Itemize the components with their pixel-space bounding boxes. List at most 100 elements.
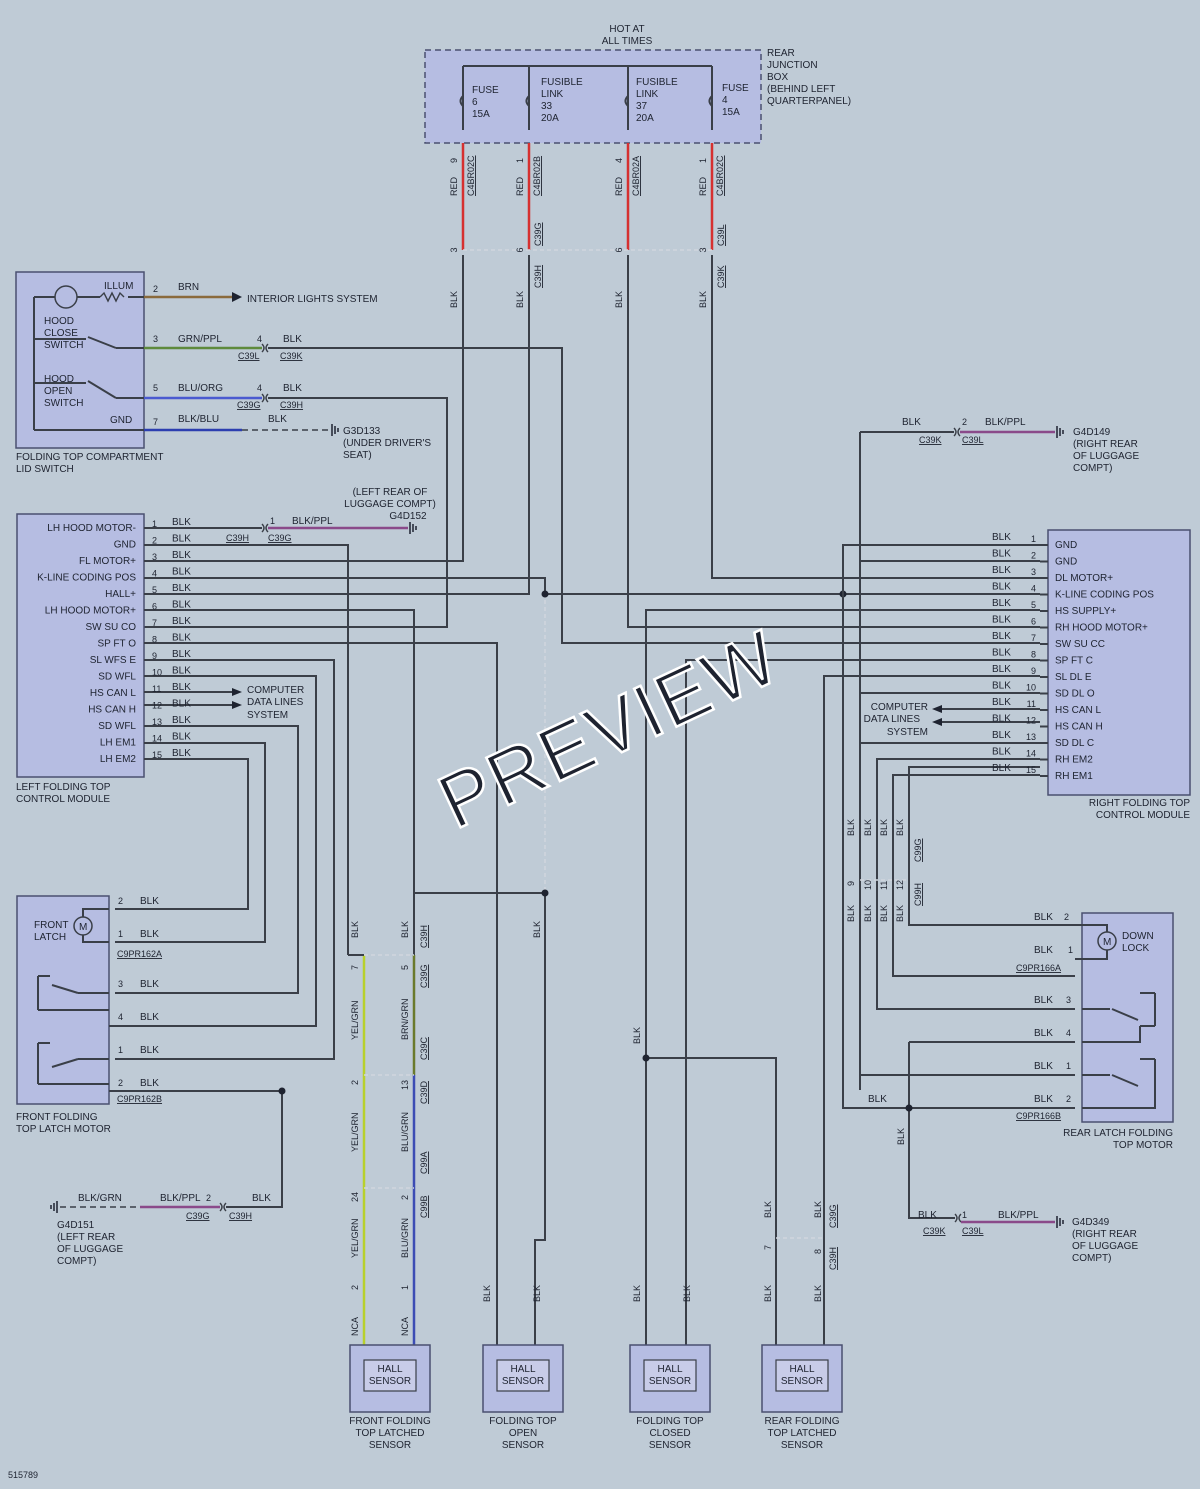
- left-module-pin-number: 14: [152, 734, 162, 744]
- svg-text:BLK: BLK: [698, 291, 708, 308]
- svg-text:BLK: BLK: [879, 819, 889, 836]
- svg-text:4: 4: [614, 158, 624, 163]
- right-folding-top-control-module: RIGHT FOLDING TOP CONTROL MODULE: [1047, 529, 1191, 821]
- left-module-pin-label: SL WFS E: [90, 655, 137, 666]
- svg-text:COMPUTER: COMPUTER: [247, 685, 304, 696]
- svg-text:COMPT): COMPT): [57, 1256, 96, 1267]
- svg-text:1: 1: [1068, 945, 1073, 955]
- left-module-pin-number: 8: [152, 635, 157, 645]
- latch-switch-icon: [1111, 1074, 1139, 1087]
- svg-text:OF LUGGAGE: OF LUGGAGE: [1073, 451, 1139, 462]
- svg-text:C39K: C39K: [716, 265, 726, 288]
- svg-text:HALL: HALL: [657, 1364, 682, 1375]
- svg-text:G4D349: G4D349: [1072, 1217, 1110, 1228]
- svg-text:BLK: BLK: [532, 1285, 542, 1302]
- svg-text:C39L: C39L: [962, 1226, 984, 1236]
- svg-text:BLK: BLK: [632, 1285, 642, 1302]
- lid-switch-wires: 2 BRN INTERIOR LIGHTS SYSTEM 3 GRN/PPL 4…: [144, 282, 1040, 644]
- svg-text:8: 8: [813, 1249, 823, 1254]
- svg-text:NCA: NCA: [350, 1317, 360, 1336]
- right-module-pin-label: K-LINE CODING POS: [1055, 590, 1154, 601]
- svg-text:2: 2: [350, 1080, 360, 1085]
- right-module-pin-label: SL DL E: [1055, 672, 1092, 683]
- right-module-pin-number: 11: [1027, 699, 1036, 709]
- svg-text:4: 4: [722, 95, 728, 106]
- svg-text:JUNCTION: JUNCTION: [767, 60, 818, 71]
- svg-text:BLK/PPL: BLK/PPL: [292, 516, 333, 527]
- svg-text:SYSTEM: SYSTEM: [887, 727, 928, 738]
- svg-text:BLK: BLK: [283, 334, 302, 345]
- svg-text:RED: RED: [515, 176, 525, 196]
- svg-text:BLK: BLK: [1034, 1028, 1053, 1039]
- svg-text:FUSIBLE: FUSIBLE: [636, 77, 678, 88]
- svg-text:2: 2: [400, 1195, 410, 1200]
- svg-text:11: 11: [879, 881, 889, 890]
- svg-text:G4D149: G4D149: [1073, 427, 1111, 438]
- svg-text:2: 2: [962, 417, 967, 427]
- ground-icon: [409, 522, 417, 534]
- left-module-pin-number: 11: [152, 684, 161, 694]
- left-module-pin-label: GND: [114, 540, 136, 551]
- left-folding-top-control-module: LEFT FOLDING TOP CONTROL MODULE: [16, 513, 145, 805]
- svg-text:(RIGHT REAR: (RIGHT REAR: [1073, 439, 1138, 450]
- svg-text:HALL: HALL: [510, 1364, 535, 1375]
- svg-text:C4BR02C: C4BR02C: [715, 155, 725, 196]
- svg-text:BLK: BLK: [140, 1078, 159, 1089]
- svg-text:10: 10: [863, 880, 873, 890]
- svg-text:C99G: C99G: [913, 838, 923, 862]
- svg-text:(BEHIND LEFT: (BEHIND LEFT: [767, 84, 835, 95]
- hall-sensor-icon: [363, 1359, 417, 1392]
- right-module-pin-number: 15: [1026, 765, 1036, 775]
- svg-text:SWITCH: SWITCH: [44, 340, 83, 351]
- svg-text:24: 24: [350, 1192, 360, 1202]
- ground-icon: [1056, 1216, 1064, 1228]
- svg-text:FUSE: FUSE: [472, 85, 499, 96]
- right-module-pin-number: 12: [1026, 716, 1036, 726]
- svg-text:SWITCH: SWITCH: [44, 398, 83, 409]
- left-module-pin-label: HS CAN L: [90, 688, 137, 699]
- svg-text:FOLDING TOP COMPARTMENT: FOLDING TOP COMPARTMENT: [16, 452, 163, 463]
- svg-text:BRN: BRN: [178, 282, 199, 293]
- svg-text:C4BR02A: C4BR02A: [631, 156, 641, 196]
- left-module-pin-wire: BLK: [172, 567, 191, 578]
- svg-text:LINK: LINK: [541, 89, 564, 100]
- g4d152-ground: (LEFT REAR OF LUGGAGE COMPT) G4D152 1 BL…: [226, 487, 436, 543]
- svg-text:LOCK: LOCK: [1122, 943, 1150, 954]
- svg-text:FRONT FOLDING: FRONT FOLDING: [16, 1112, 98, 1123]
- svg-text:BLK: BLK: [1034, 1061, 1053, 1072]
- svg-text:9: 9: [449, 158, 459, 163]
- svg-text:C39H: C39H: [828, 1247, 838, 1270]
- left-module-pin-label: K-LINE CODING POS: [37, 573, 136, 584]
- left-module-pin-label: LH EM1: [100, 738, 137, 749]
- svg-text:G3D133: G3D133: [343, 426, 381, 437]
- svg-text:4: 4: [1066, 1028, 1071, 1038]
- svg-text:CONTROL MODULE: CONTROL MODULE: [16, 794, 110, 805]
- g4d349-ground: BLK 1 BLK/PPL C39K C39L G4D349 (RIGHT RE…: [918, 1210, 1138, 1264]
- right-module-pin-wire: BLK: [992, 747, 1011, 758]
- left-module-pin-wire: BLK: [172, 666, 191, 677]
- svg-text:6: 6: [614, 247, 624, 252]
- svg-text:HALL: HALL: [377, 1364, 402, 1375]
- svg-text:TOP LATCHED: TOP LATCHED: [768, 1428, 837, 1439]
- right-module-pin-number: 3: [1031, 567, 1036, 577]
- svg-text:BLK: BLK: [400, 921, 410, 938]
- svg-text:FUSIBLE: FUSIBLE: [541, 77, 583, 88]
- svg-text:C9PR162A: C9PR162A: [117, 949, 162, 959]
- svg-text:C39G: C39G: [186, 1211, 210, 1221]
- svg-text:BLK: BLK: [532, 921, 542, 938]
- left-module-pin-label: SD WFL: [98, 721, 136, 732]
- svg-text:BLK: BLK: [140, 1012, 159, 1023]
- front-sensor-wiring: BLK BLK C39H 7 5 C39G YEL/GRN BRN/GRN C3…: [348, 921, 429, 1345]
- rear-junction-box: HOT AT ALL TIMES FUSE 6 15A FUSIBLE LINK…: [424, 24, 851, 144]
- svg-text:BLK/PPL: BLK/PPL: [985, 417, 1026, 428]
- right-module-pin-number: 4: [1031, 584, 1036, 594]
- svg-text:C4BR02C: C4BR02C: [466, 155, 476, 196]
- svg-text:BLK: BLK: [895, 905, 905, 922]
- resistor-icon: [99, 291, 125, 303]
- svg-text:2: 2: [118, 896, 123, 906]
- svg-text:3: 3: [118, 979, 123, 989]
- svg-text:BLK: BLK: [846, 819, 856, 836]
- svg-text:6: 6: [515, 247, 525, 252]
- svg-text:1: 1: [400, 1285, 410, 1290]
